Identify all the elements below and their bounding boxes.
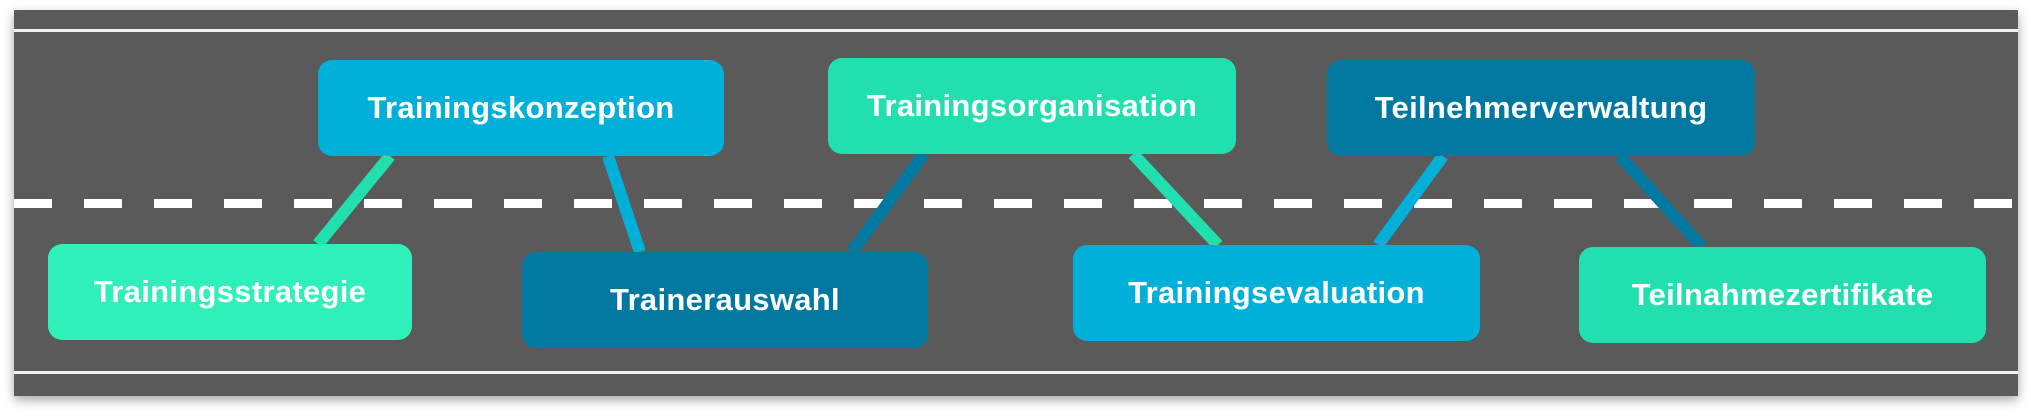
milestone-teilnehmerverwaltung: Teilnehmerverwaltung [1327, 60, 1755, 156]
connector-verwaltung-evaluation [1373, 152, 1448, 249]
milestone-trainingsorganisation: Trainingsorganisation [828, 58, 1236, 154]
milestone-trainingsevaluation: Trainingsevaluation [1073, 245, 1480, 341]
road-edge-line-top [14, 29, 2018, 32]
connector-konzeption-strategie [313, 152, 395, 248]
road-edge-line-bottom [14, 371, 2018, 374]
connector-organisation-auswahl [847, 150, 929, 256]
milestone-trainingskonzeption: Trainingskonzeption [318, 60, 724, 156]
connector-konzeption-auswahl [602, 154, 646, 254]
connector-organisation-evaluation [1128, 149, 1223, 250]
milestone-teilnahmezertifikate: Teilnahmezertifikate [1579, 247, 1986, 343]
milestone-trainingsstrategie: Trainingsstrategie [48, 244, 412, 340]
connector-verwaltung-zertifikate [1615, 151, 1707, 252]
center-dashed-line [14, 199, 2018, 208]
milestone-trainerauswahl: Trainerauswahl [522, 252, 928, 348]
